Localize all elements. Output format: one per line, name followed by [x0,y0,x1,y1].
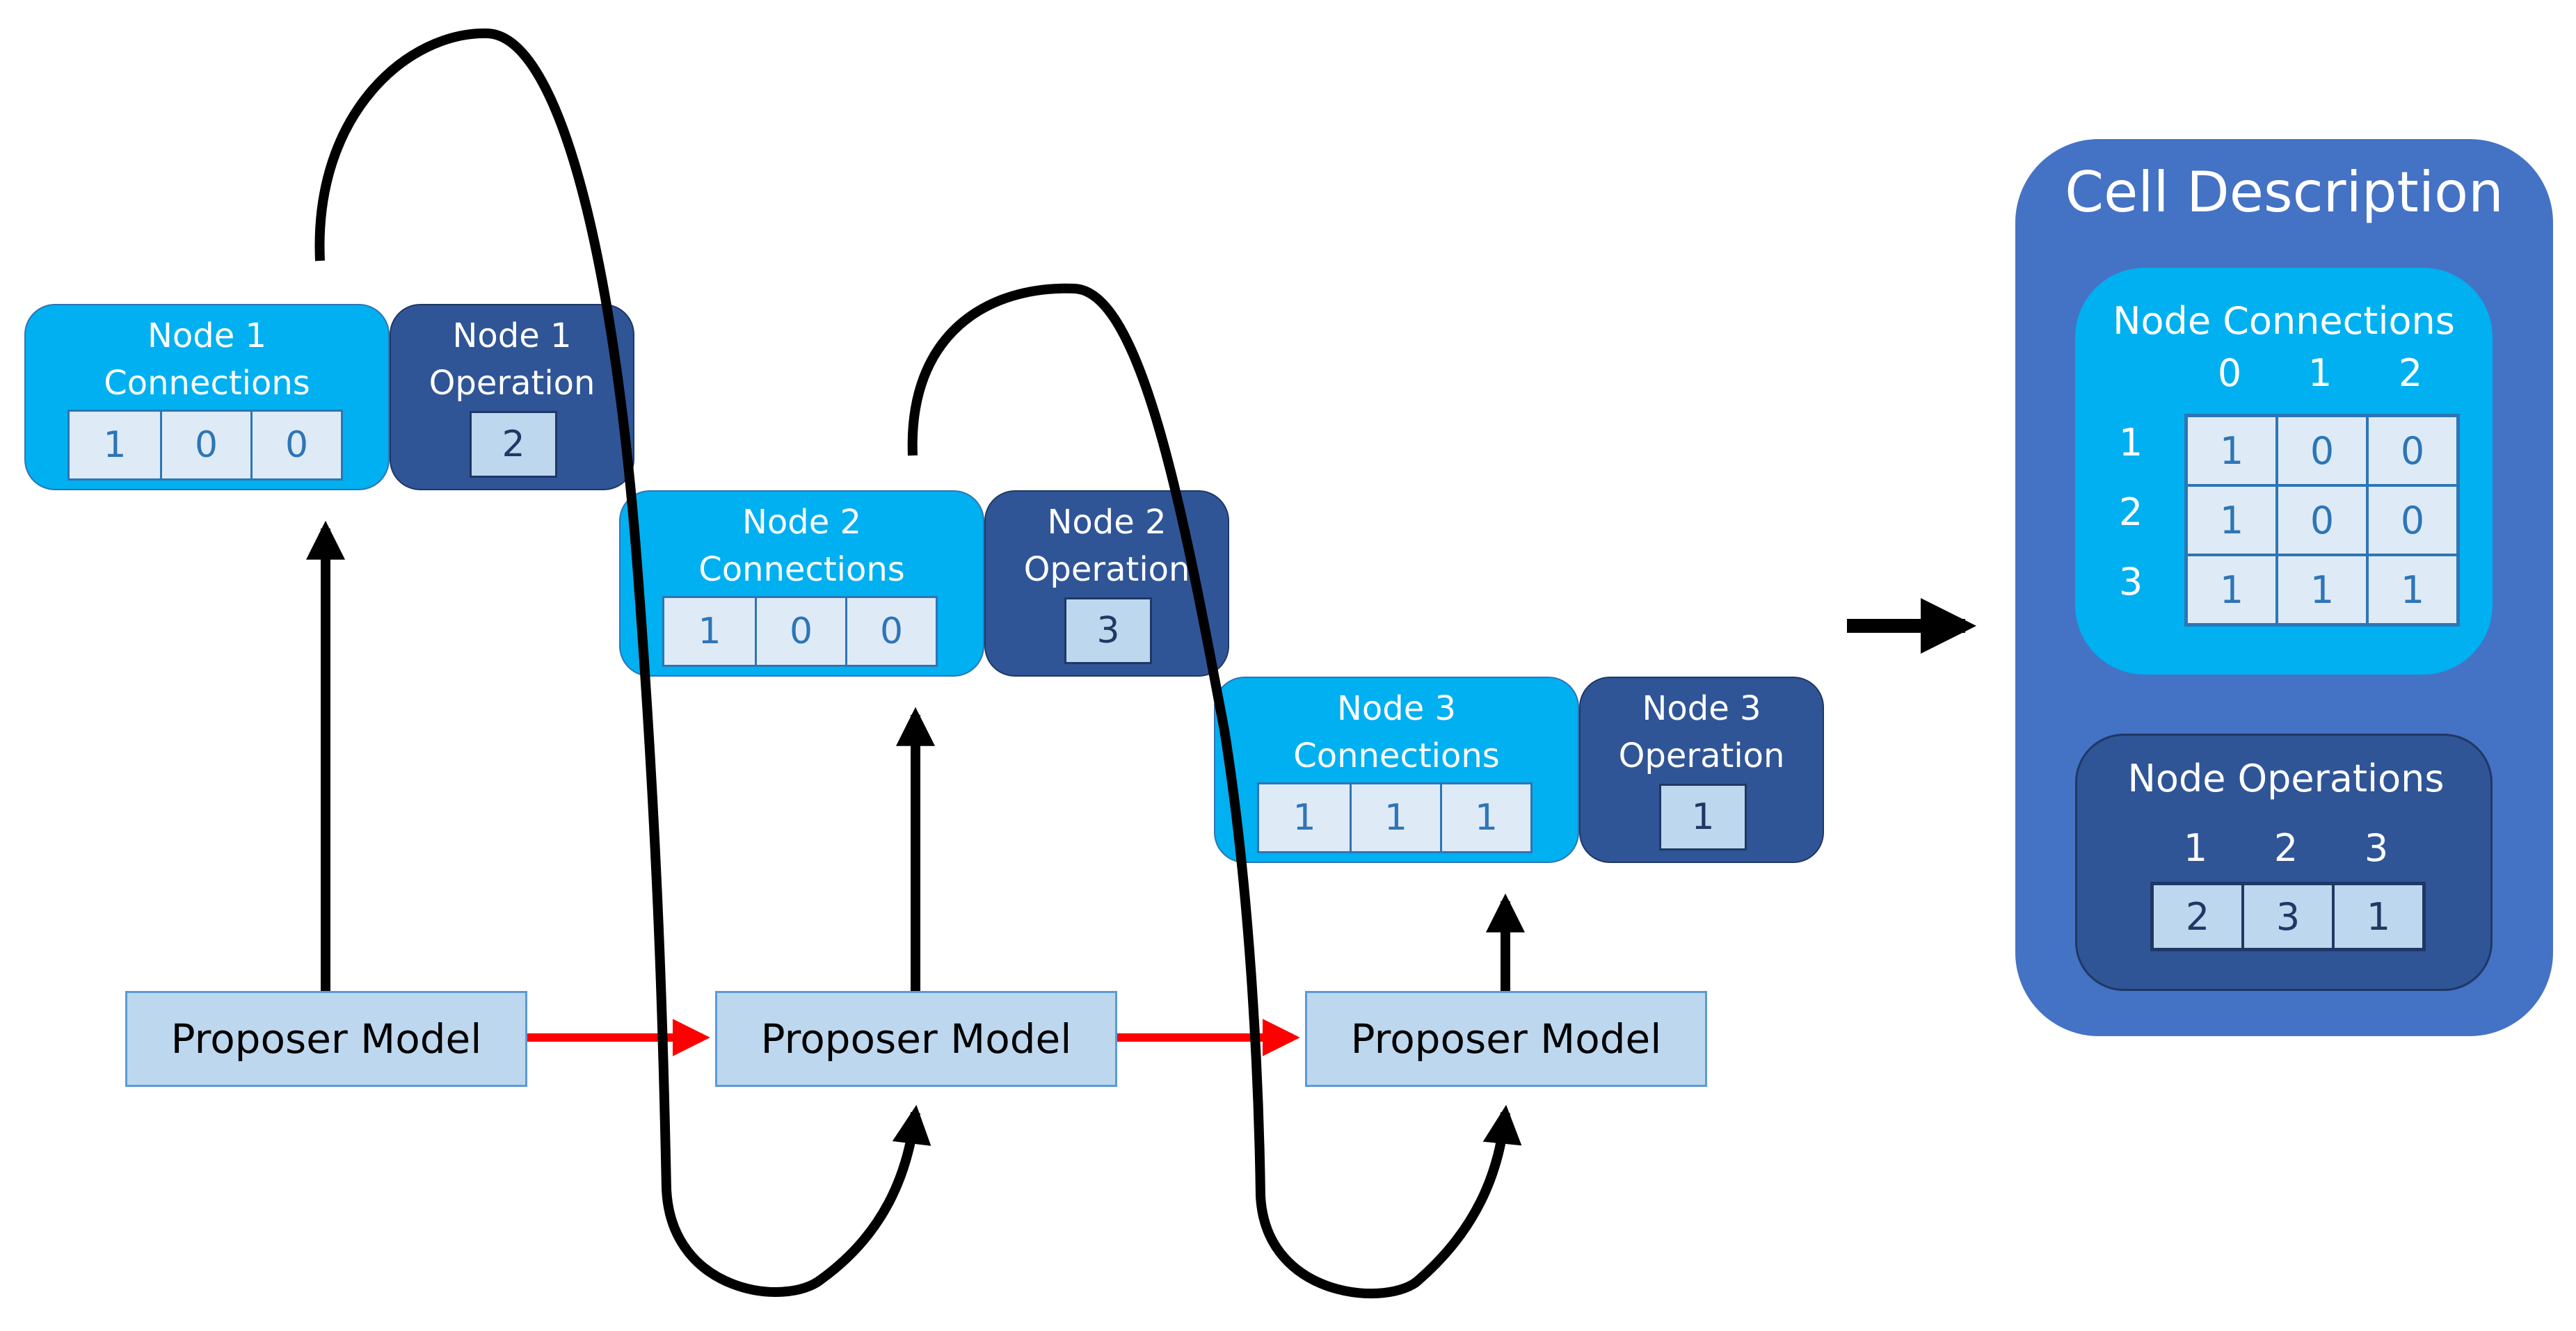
node-2-operation-value: 3 [1064,597,1152,664]
matrix-cell: 1 [2277,555,2367,624]
row-header: 1 [2118,421,2143,465]
operations-header: 3 [2364,826,2389,870]
vector-cell: 1 [70,412,160,478]
col-header: 2 [2398,351,2423,395]
node-operations-vector: 2 3 1 [2150,882,2426,951]
node-1-operation-value: 2 [470,411,557,478]
matrix-cell: 0 [2367,416,2458,485]
node-3-connections-vector: 1 1 1 [1257,782,1533,853]
node-connections-matrix: 1 0 0 1 0 0 1 1 1 [2184,414,2460,627]
matrix-cell: 1 [2186,485,2277,555]
node-2-connections-vector: 1 0 0 [662,596,938,667]
col-header: 0 [2217,351,2242,395]
matrix-cell: 0 [2367,485,2458,555]
node-connections-panel: Node Connections 0 1 2 1 2 3 1 0 0 1 0 0… [2075,268,2493,675]
vector-cell: 1 [1350,784,1440,851]
matrix-cell: 1 [2186,416,2277,485]
operations-cell: 2 [2152,884,2243,949]
vector-cell: 1 [1259,784,1350,851]
matrix-cell: 0 [2277,485,2367,555]
feedback-loop-1 [314,28,931,1297]
cell-description-title: Cell Description [2065,160,2504,225]
matrix-cell: 1 [2367,555,2458,624]
col-header: 1 [2307,351,2333,395]
feedback-loop-2 [907,283,1522,1299]
row-header: 3 [2118,560,2143,604]
cell-description-panel: Cell Description Node Connections 0 1 2 … [2015,139,2553,1036]
node-operations-panel: Node Operations 1 2 3 2 3 1 [2075,734,2493,991]
matrix-cell: 1 [2186,555,2277,624]
operations-cell: 1 [2333,884,2424,949]
row-header: 2 [2118,490,2143,534]
vector-cell: 0 [160,412,250,478]
matrix-cell: 0 [2277,416,2367,485]
vector-cell: 0 [755,598,845,665]
operations-header: 2 [2273,826,2298,870]
vector-cell: 0 [250,412,341,478]
node-operations-title: Node Operations [2127,757,2445,800]
node-connections-title: Node Connections [2113,299,2455,343]
proposer-model-2: Proposer Model [715,991,1117,1087]
vector-cell: 0 [845,598,936,665]
vector-cell: 1 [664,598,755,665]
node-3-operation-value: 1 [1659,784,1747,850]
operations-header: 1 [2183,826,2208,870]
node-1-connections-vector: 1 0 0 [67,410,343,481]
vector-cell: 1 [1440,784,1530,851]
operations-cell: 3 [2243,884,2333,949]
proposer-model-1: Proposer Model [125,991,527,1087]
proposer-model-3: Proposer Model [1305,991,1707,1087]
